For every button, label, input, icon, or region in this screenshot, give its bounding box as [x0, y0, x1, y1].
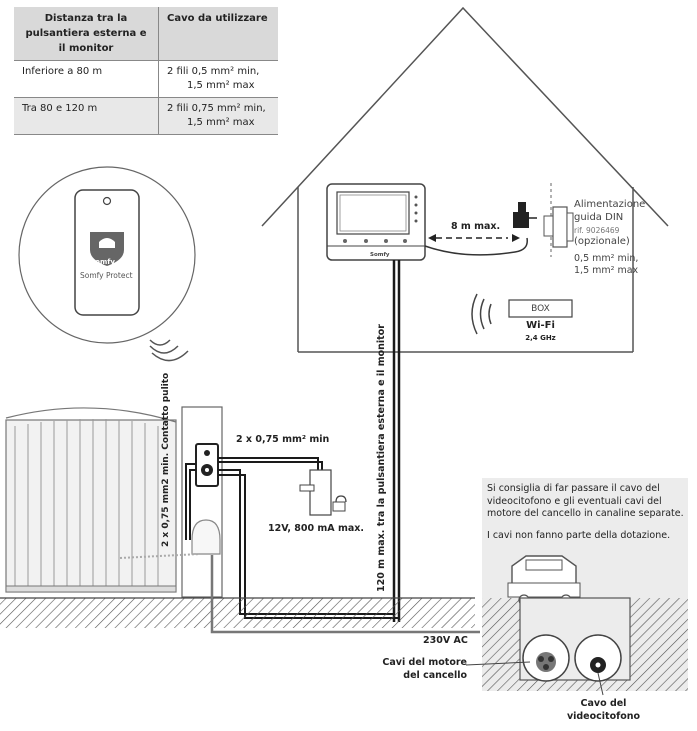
electric-lock	[309, 469, 332, 516]
somfy-shield-icon	[90, 232, 124, 266]
note-paragraph: Si consiglia di far passare il cavo del …	[487, 483, 684, 519]
gate-contact-label: 2 x 0,75 mm2 min. Contatto pulito	[161, 372, 171, 547]
wifi-frequency: 2,4 GHz	[525, 334, 556, 342]
table-header-distance: Distanza tra la pulsantiera esterna e il…	[14, 7, 159, 61]
monitor-brand: Somfy	[370, 252, 390, 258]
table-cell: Inferiore a 80 m	[14, 60, 159, 98]
video-cable-label: Cavo del videocitofono	[566, 698, 641, 722]
installation-note: Si consiglia di far passare il cavo del …	[487, 483, 687, 551]
vertical-cable-label: 120 m max. tra la pulsantiera esterna e …	[376, 324, 387, 592]
internet-box	[508, 299, 573, 318]
power-title-1: Alimentazione	[574, 199, 646, 210]
power-spec-2: 1,5 mm² max	[574, 265, 639, 276]
table-row: Inferiore a 80 m 2 fili 0,5 mm² min, 1,5…	[14, 60, 278, 98]
motor-cables-label: Cavi del motore del cancello	[382, 657, 467, 681]
table-cell: 2 fili 0,5 mm² min, 1,5 mm² max	[158, 60, 278, 98]
phone-brand: somfy	[91, 258, 115, 266]
power-title-2: guida DIN	[574, 212, 624, 223]
house-outline	[261, 6, 669, 227]
table-cell: 2 fili 0,75 mm² min, 1,5 mm² max	[158, 97, 278, 135]
lock-spec-label: 12V, 800 mA max.	[268, 523, 365, 534]
gate-motor	[191, 519, 221, 555]
wifi-label: Wi-Fi	[526, 320, 555, 331]
note-paragraph: I cavi non fanno parte della dotazione.	[487, 529, 671, 541]
lock-cable-label: 2 x 0,75 mm² min	[236, 434, 330, 445]
table-header-cable: Cavo da utilizzare	[158, 7, 278, 61]
phone-app-label: Somfy Protect	[80, 271, 133, 280]
power-adapter-plug	[513, 212, 529, 228]
distance-adapter-label: 8 m max.	[451, 221, 501, 232]
din-power-module	[552, 206, 568, 248]
power-ref: rif. 9026469	[574, 226, 620, 235]
ground	[0, 598, 475, 628]
mains-label: 230V AC	[423, 635, 468, 646]
cable-table: Distanza tra la pulsantiera esterna e il…	[14, 7, 278, 135]
power-spec-1: 0,5 mm² min,	[574, 253, 639, 264]
table-cell: Tra 80 e 120 m	[14, 97, 159, 135]
table-row: Tra 80 e 120 m 2 fili 0,75 mm² min, 1,5 …	[14, 97, 278, 135]
gate	[5, 419, 177, 593]
gate-pillar	[181, 406, 223, 598]
power-optional: (opzionale)	[574, 236, 630, 247]
box-label: BOX	[531, 304, 550, 314]
